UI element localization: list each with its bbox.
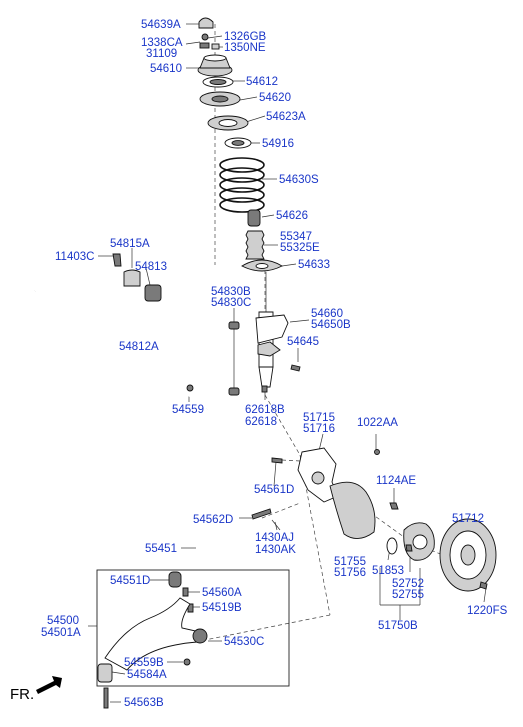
label-1326gb: 1326GB (224, 31, 267, 43)
label-1350ne: 1350NE (224, 42, 266, 54)
strut-assembly (255, 272, 301, 393)
label-54560a: 54560A (202, 587, 242, 599)
label-54660: 54660 (311, 308, 343, 320)
strut-mount-stack (197, 17, 283, 272)
label-62618: 62618 (245, 416, 277, 428)
label-54610: 54610 (150, 63, 182, 75)
label-51712: 51712 (452, 513, 484, 525)
label-54500: 54500 (47, 615, 79, 627)
stabilizer-bar (33, 253, 240, 411)
label-1220fs: 1220FS (467, 605, 508, 617)
label-54559b: 54559B (124, 657, 164, 669)
label-54630s: 54630S (279, 174, 319, 186)
label-55347: 55347 (280, 231, 312, 243)
label-54830c: 54830C (211, 297, 251, 309)
label-54623a: 54623A (266, 111, 306, 123)
label-54519b: 54519B (202, 602, 242, 614)
label-51715: 51715 (303, 412, 335, 424)
front-label: FR. (10, 686, 34, 703)
label-54645: 54645 (287, 336, 319, 348)
label-51750b: 51750B (378, 620, 418, 632)
label-51853: 51853 (372, 565, 404, 577)
coil-spring (219, 157, 265, 213)
label-54620: 54620 (259, 92, 291, 104)
label-55325e: 55325E (280, 242, 320, 254)
label-51756: 51756 (334, 567, 366, 579)
label-1124ae: 1124AE (376, 475, 416, 487)
label-54812a: 54812A (119, 341, 159, 353)
label-51755: 51755 (334, 556, 366, 568)
steering-knuckle (251, 447, 497, 592)
label-54650b: 54650B (311, 319, 351, 331)
label-52752: 52752 (392, 578, 424, 590)
label-31109: 31109 (146, 48, 177, 60)
label-54916: 54916 (262, 138, 294, 150)
label-54559: 54559 (172, 404, 204, 416)
lower-arm-group-box (96, 569, 290, 687)
label-51716: 51716 (303, 423, 335, 435)
part-number-labels: 54639A 1326GB 1338CA 1350NE 31109 54610 … (41, 19, 508, 709)
label-52755: 52755 (392, 589, 424, 601)
label-54561d: 54561D (254, 484, 294, 496)
label-54813: 54813 (135, 261, 167, 273)
label-1430aj: 1430AJ (255, 532, 294, 544)
label-54562d: 54562D (193, 514, 233, 526)
label-54563b: 54563B (124, 697, 164, 709)
label-1430ak: 1430AK (255, 544, 296, 556)
label-55451: 55451 (145, 543, 177, 555)
label-54830b: 54830B (211, 286, 251, 298)
label-54584a: 54584A (127, 669, 167, 681)
label-54815a: 54815A (110, 238, 150, 250)
label-11403c: 11403C (55, 251, 94, 263)
label-54633: 54633 (298, 259, 330, 271)
label-54530c: 54530C (224, 636, 264, 648)
label-54501a: 54501A (41, 627, 81, 639)
front-direction-indicator: FR. (10, 676, 62, 703)
lower-control-arm (97, 571, 208, 709)
label-54626: 54626 (276, 210, 308, 222)
label-54551d: 54551D (110, 575, 150, 587)
label-54612: 54612 (246, 76, 278, 88)
label-1022aa: 1022AA (357, 417, 398, 429)
label-62618b: 62618B (245, 404, 285, 416)
label-54639a: 54639A (141, 19, 181, 31)
label-1338ca: 1338CA (141, 37, 183, 49)
